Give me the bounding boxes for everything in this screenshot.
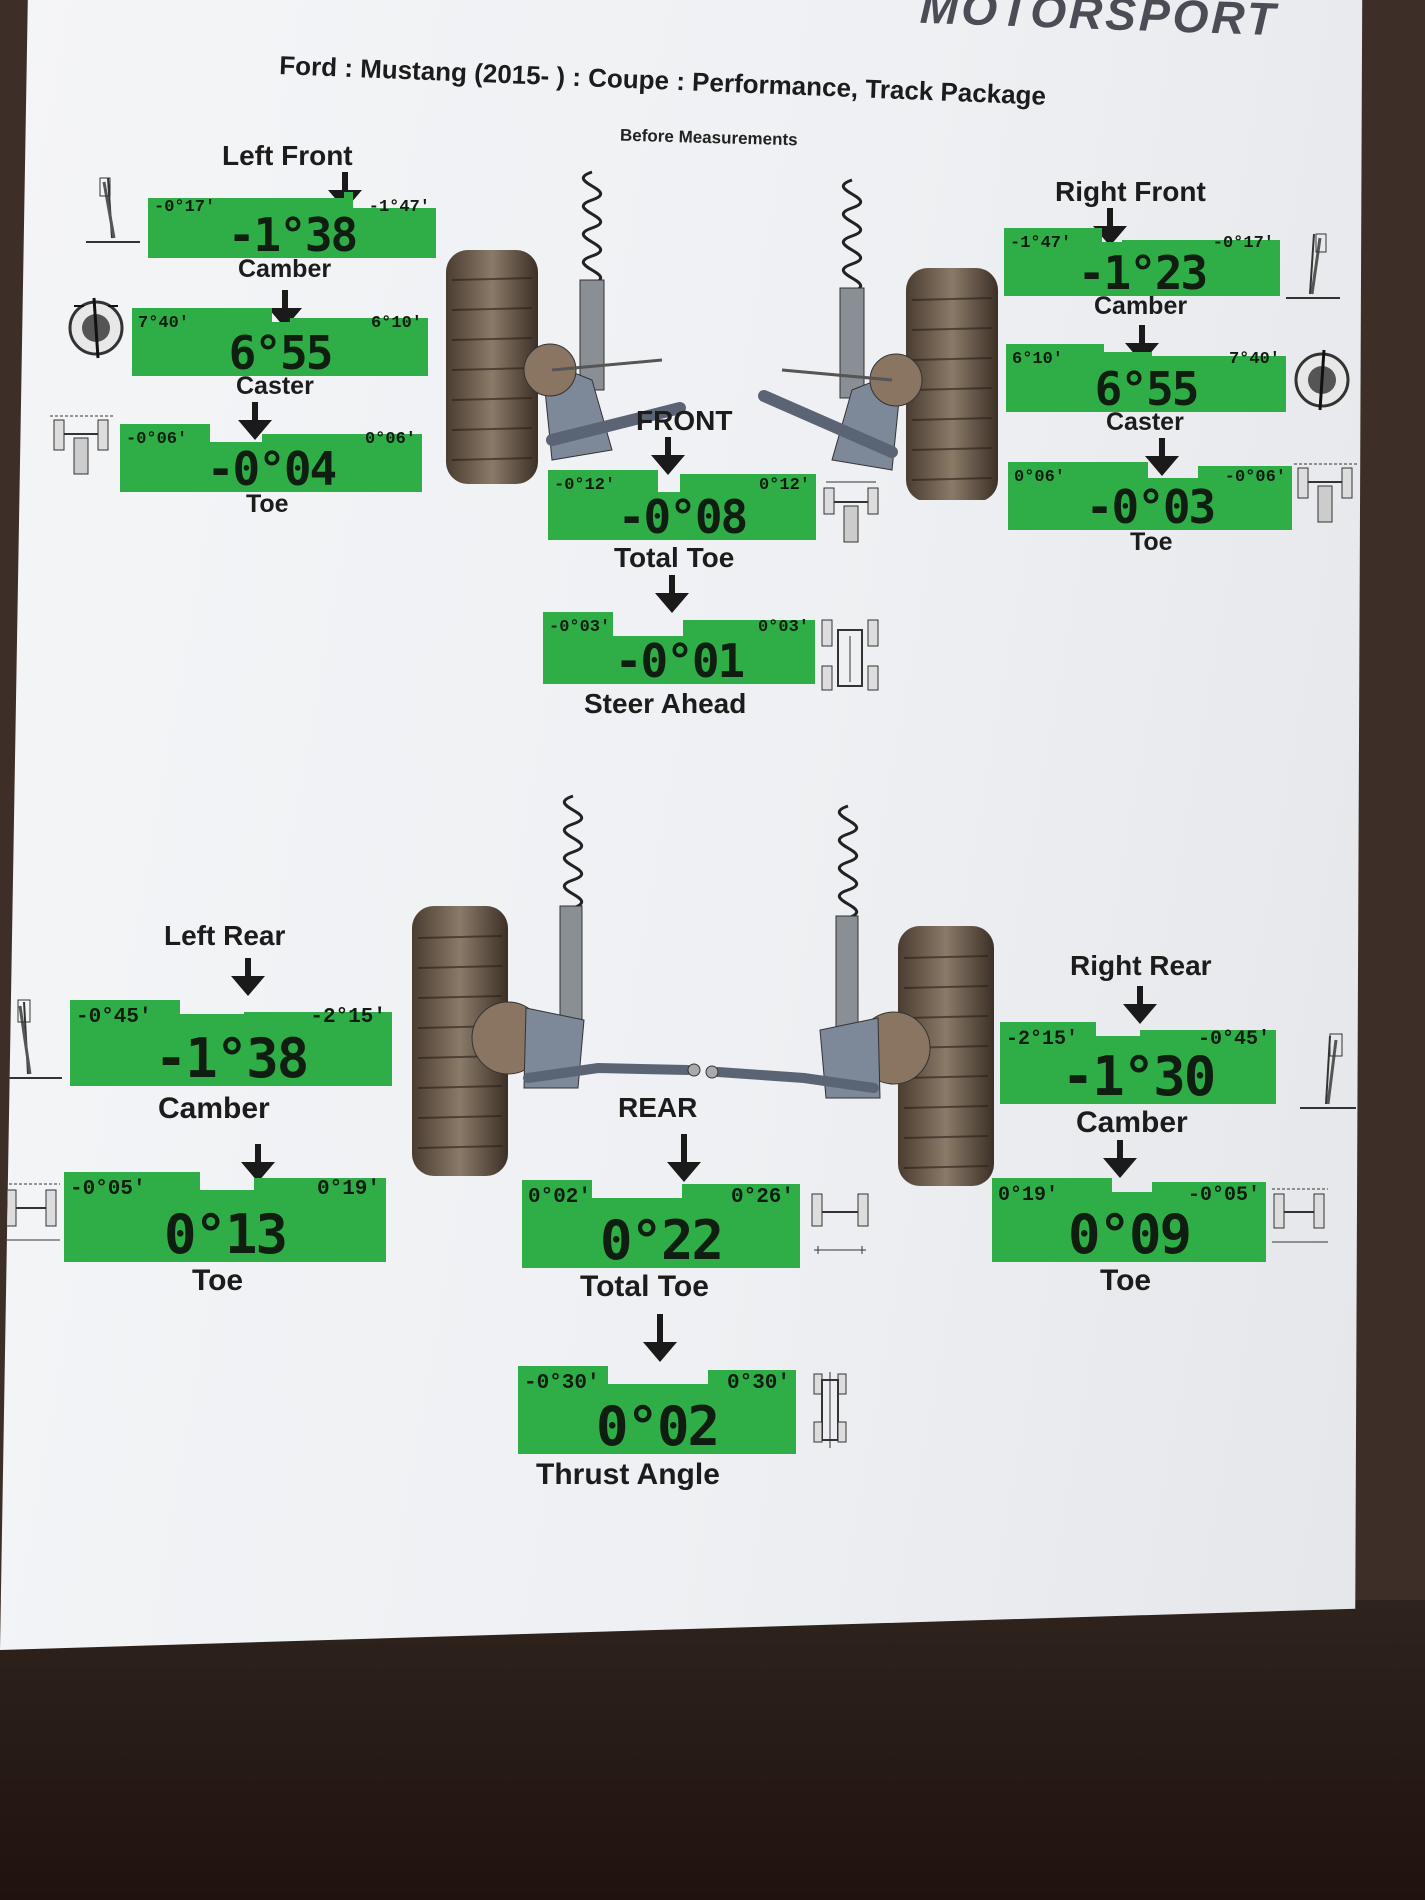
gauge-min: 6°10' [1012,350,1064,369]
left-front-caster-label: Caster [236,372,314,400]
thrust-angle-icon [812,1370,848,1450]
gauge-max: 0°03' [757,618,809,637]
gauge-value: 0°09 [1067,1203,1192,1266]
camber-icon [78,172,142,244]
gauge-value: -0°03 [1085,480,1216,534]
gauge-max: -0°06' [1224,468,1286,487]
gauge-value: 0°13 [163,1203,288,1266]
gauge-value: -0°08 [617,490,748,544]
front-total-toe-label: Total Toe [614,542,735,573]
total-toe-icon [808,1190,872,1264]
front-suspension-diagram [442,160,1002,502]
gauge-min: -2°15' [1006,1028,1079,1051]
toe-icon [50,412,114,482]
right-front-camber-label: Camber [1094,292,1188,320]
left-rear-camber-gauge: -0°45' -2°15' -1°38 [70,1000,392,1090]
toe-icon [1272,1186,1328,1256]
gauge-max: 0°30' [726,1372,790,1395]
left-rear-toe-gauge: -0°05' 0°19' 0°13 [64,1172,386,1266]
camber-icon [6,996,62,1080]
left-front-toe-label: Toe [246,490,289,518]
gauge-min: 0°06' [1014,468,1066,487]
gauge-min: 0°19' [998,1184,1059,1207]
gauge-max: 7°40' [1228,350,1280,369]
steer-ahead-icon [820,616,880,694]
gauge-value: -1°23 [1077,246,1208,300]
gauge-max: 0°19' [316,1178,380,1201]
right-rear-toe-gauge: 0°19' -0°05' 0°09 [992,1178,1266,1266]
right-rear-camber-gauge: -2°15' -0°45' -1°30 [1000,1022,1276,1108]
gauge-max: 6°10' [370,314,422,333]
gauge-value: -0°01 [614,634,745,688]
left-front-camber-label: Camber [238,255,332,283]
left-front-caster-gauge: 7°40' 6°10' 6°55 [132,308,428,380]
gauge-max: -0°45' [1197,1028,1270,1051]
gauge-max: -0°05' [1187,1184,1260,1207]
gauge-max: -2°15' [310,1006,386,1029]
rear-suspension-diagram [408,788,998,1188]
gauge-max: 0°26' [730,1186,794,1209]
gauge-value: 0°02 [595,1395,720,1458]
gauge-value: -1°38 [154,1027,310,1090]
right-rear-toe-label: Toe [1100,1264,1152,1297]
rear-section-label: REAR [618,1092,698,1123]
left-front-camber-gauge: -0°17' -1°47' -1°38 [148,192,436,262]
left-front-title: Left Front [222,140,353,171]
total-toe-icon [822,478,880,546]
gauge-min: 0°02' [528,1186,592,1209]
vehicle-title: Ford : Mustang (2015- ) : Coupe : Perfor… [278,50,1047,111]
camber-icon [1296,1030,1356,1110]
gauge-min: -0°06' [126,430,188,449]
gauge-max: 0°12' [758,476,810,495]
left-rear-toe-label: Toe [192,1264,244,1297]
steer-ahead-label: Steer Ahead [584,688,747,719]
gauge-min: -1°47' [1010,234,1072,253]
left-rear-camber-label: Camber [158,1092,270,1125]
toe-icon [4,1180,60,1260]
camber-icon [1284,228,1348,300]
gauge-max: 0°06' [364,430,416,449]
gauge-max: -0°17' [1212,234,1274,253]
caster-icon [1290,348,1354,412]
right-front-toe-gauge: 0°06' -0°06' -0°03 [1008,462,1292,534]
rear-total-toe-gauge: 0°02' 0°26' 0°22 [522,1180,800,1272]
gauge-min: -0°05' [70,1178,146,1201]
right-front-caster-gauge: 6°10' 7°40' 6°55 [1006,344,1286,416]
gauge-min: 7°40' [138,314,190,333]
right-rear-title: Right Rear [1070,950,1212,981]
gauge-min: -0°03' [549,618,611,637]
brand-logo: MOTORSPORT [919,0,1279,46]
right-front-title: Right Front [1055,176,1206,207]
gauge-min: -0°45' [76,1006,152,1029]
report-type: Before Measurements [619,125,798,150]
front-total-toe-gauge: -0°12' 0°12' -0°08 [548,470,816,544]
gauge-min: -0°17' [154,198,216,217]
gauge-max: -1°47' [368,198,430,217]
left-rear-title: Left Rear [164,920,286,951]
alignment-report-sheet: MOTORSPORT Ford : Mustang (2015- ) : Cou… [0,0,1363,1650]
right-rear-camber-label: Camber [1076,1106,1188,1139]
gauge-value: -1°30 [1061,1045,1217,1108]
toe-icon [1294,460,1358,530]
gauge-min: -0°30' [524,1372,600,1395]
background-fabric [0,1600,1425,1900]
rear-total-toe-label: Total Toe [580,1270,709,1303]
right-front-camber-gauge: -1°47' -0°17' -1°23 [1004,228,1280,300]
gauge-value: 0°22 [599,1209,724,1272]
gauge-min: -0°12' [554,476,616,495]
gauge-value: 6°55 [1094,362,1200,416]
steer-ahead-gauge: -0°03' 0°03' -0°01 [543,612,815,688]
right-front-caster-label: Caster [1106,408,1184,436]
front-section-label: FRONT [636,405,733,436]
right-front-toe-label: Toe [1130,528,1173,556]
caster-icon [64,296,128,360]
thrust-angle-gauge: -0°30' 0°30' 0°02 [518,1366,796,1458]
gauge-value: -1°38 [227,208,358,262]
left-front-toe-gauge: -0°06' 0°06' -0°04 [120,424,422,496]
thrust-angle-label: Thrust Angle [536,1458,720,1491]
gauge-value: 6°55 [228,326,334,380]
gauge-value: -0°04 [206,442,337,496]
